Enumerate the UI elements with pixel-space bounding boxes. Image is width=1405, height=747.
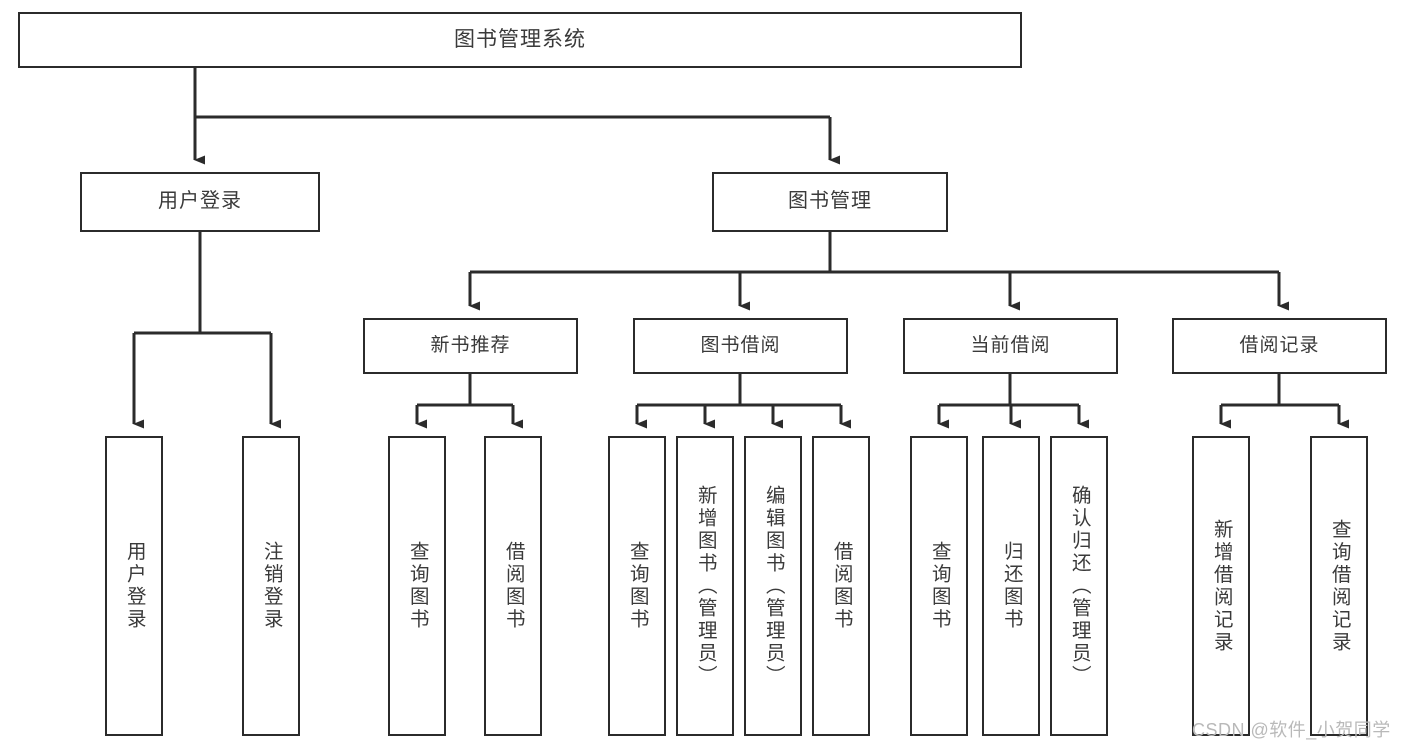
node-leaf-cur-query-label: 查询图书 — [928, 541, 951, 631]
node-leaf-cur-query[interactable]: 查询图书 — [910, 436, 968, 736]
node-leaf-rec-query-label: 查询图书 — [406, 541, 429, 631]
node-new-book-rec-label: 新书推荐 — [430, 334, 511, 356]
node-leaf-borrow-query[interactable]: 查询图书 — [608, 436, 666, 736]
csdn-watermark: CSDN @软件_小贺同学 — [1192, 720, 1391, 740]
node-leaf-rec-borrow[interactable]: 借阅图书 — [484, 436, 542, 736]
node-leaf-user-login-label: 用户登录 — [123, 541, 146, 631]
node-leaf-cur-return[interactable]: 归还图书 — [982, 436, 1040, 736]
node-leaf-rec-search-label: 查询借阅记录 — [1328, 518, 1351, 654]
node-current-borrow-label: 当前借阅 — [970, 334, 1051, 356]
node-leaf-rec-add-label: 新增借阅记录 — [1210, 518, 1233, 654]
node-book-manage-label: 图书管理 — [788, 190, 872, 213]
node-leaf-cur-return-label: 归还图书 — [1000, 541, 1023, 631]
node-book-borrow[interactable]: 图书借阅 — [633, 318, 848, 374]
node-leaf-user-logout-label: 注销登录 — [260, 541, 283, 631]
node-leaf-rec-query[interactable]: 查询图书 — [388, 436, 446, 736]
node-user-login[interactable]: 用户登录 — [80, 172, 320, 232]
node-leaf-user-login[interactable]: 用户登录 — [105, 436, 163, 736]
node-leaf-borrow-add[interactable]: 新增图书（管理员） — [676, 436, 734, 736]
node-leaf-borrow-lend-label: 借阅图书 — [830, 541, 853, 631]
node-leaf-rec-add[interactable]: 新增借阅记录 — [1192, 436, 1250, 736]
node-user-login-label: 用户登录 — [158, 190, 242, 213]
node-borrow-record-label: 借阅记录 — [1239, 334, 1320, 356]
node-root[interactable]: 图书管理系统 — [18, 12, 1022, 68]
node-leaf-cur-confirm[interactable]: 确认归还（管理员） — [1050, 436, 1108, 736]
node-current-borrow[interactable]: 当前借阅 — [903, 318, 1118, 374]
node-book-borrow-label: 图书借阅 — [700, 334, 781, 356]
node-borrow-record[interactable]: 借阅记录 — [1172, 318, 1387, 374]
node-leaf-borrow-query-label: 查询图书 — [626, 541, 649, 631]
node-leaf-cur-confirm-label: 确认归还（管理员） — [1068, 484, 1091, 688]
node-leaf-borrow-lend[interactable]: 借阅图书 — [812, 436, 870, 736]
node-leaf-rec-search[interactable]: 查询借阅记录 — [1310, 436, 1368, 736]
node-new-book-rec[interactable]: 新书推荐 — [363, 318, 578, 374]
node-leaf-borrow-edit[interactable]: 编辑图书（管理员） — [744, 436, 802, 736]
node-leaf-rec-borrow-label: 借阅图书 — [502, 541, 525, 631]
node-leaf-borrow-add-label: 新增图书（管理员） — [694, 484, 717, 688]
node-book-manage[interactable]: 图书管理 — [712, 172, 948, 232]
node-root-label: 图书管理系统 — [454, 27, 586, 51]
node-leaf-user-logout[interactable]: 注销登录 — [242, 436, 300, 736]
node-leaf-borrow-edit-label: 编辑图书（管理员） — [762, 484, 785, 688]
